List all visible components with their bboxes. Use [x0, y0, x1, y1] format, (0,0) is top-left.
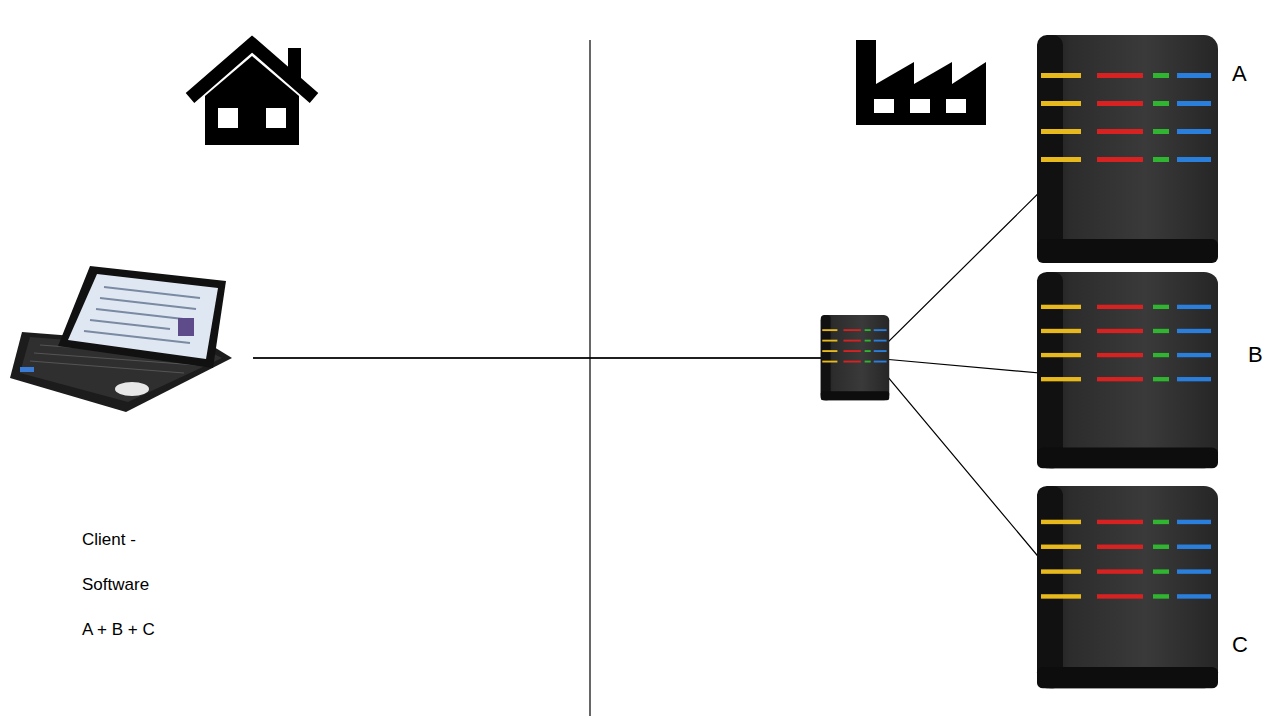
screen-line — [84, 331, 190, 343]
house-chimney — [288, 48, 301, 82]
server-illustration — [1037, 35, 1218, 263]
house-window — [266, 108, 286, 128]
laptop-bezel — [58, 266, 226, 368]
factory-icon — [856, 40, 986, 125]
laptop-screen — [68, 274, 218, 359]
network-line — [253, 358, 1062, 585]
server-label: A — [1232, 61, 1247, 87]
laptop-keys — [30, 345, 205, 373]
factory-window — [946, 99, 966, 113]
server-a: A — [1062, 35, 1272, 265]
house-roof — [190, 44, 314, 98]
divider-line — [589, 40, 590, 716]
hub-server — [821, 315, 889, 400]
key-row — [40, 345, 205, 357]
server-b: B — [1062, 270, 1277, 470]
laptop-touchpad — [115, 382, 149, 396]
server-c: C — [1062, 485, 1272, 690]
factory-window — [910, 99, 930, 113]
server-label: B — [1248, 342, 1263, 368]
key-row — [34, 353, 196, 365]
house-window — [218, 108, 238, 128]
network-line — [253, 170, 1062, 358]
laptop-screen-lines — [84, 287, 200, 343]
factory-window — [874, 99, 894, 113]
server-label: C — [1232, 632, 1248, 658]
factory-body — [856, 40, 986, 125]
laptop-keyboard — [20, 337, 222, 402]
laptop-illustration — [10, 266, 232, 412]
screen-line — [100, 298, 196, 309]
house-body — [205, 56, 299, 145]
network-line — [253, 358, 1062, 375]
house-icon — [190, 44, 314, 145]
client-laptop: Client - Software A + B + C — [0, 262, 253, 656]
client-software-text: Client - Software A + B + C — [82, 517, 162, 652]
laptop-sticker — [20, 367, 34, 372]
key-row — [30, 361, 184, 373]
screen-line — [96, 309, 192, 320]
server-illustration — [1037, 272, 1218, 468]
screen-line — [90, 320, 170, 329]
laptop-base — [10, 332, 232, 412]
screen-picture — [178, 318, 194, 336]
server-illustration — [1037, 486, 1218, 688]
screen-line — [104, 287, 200, 298]
